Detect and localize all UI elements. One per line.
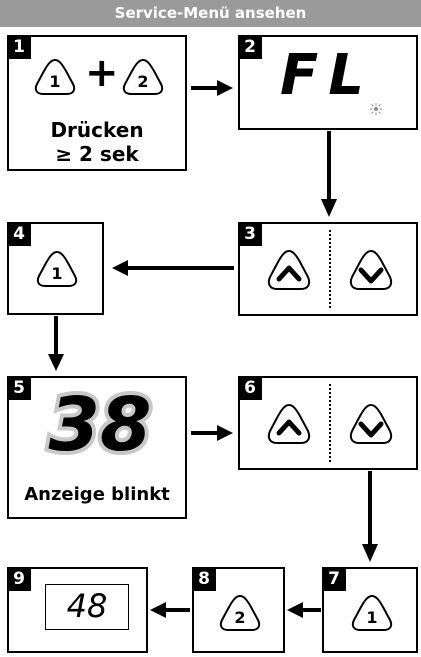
chevron-up-icon[interactable] bbox=[266, 248, 312, 292]
key-1-icon[interactable]: 1 bbox=[33, 57, 77, 97]
arrow-3-to-4 bbox=[112, 260, 234, 276]
step-5-badge: 5 bbox=[7, 376, 31, 400]
step-8-box: 8 2 bbox=[192, 567, 285, 653]
arrow-5-to-6 bbox=[191, 425, 233, 441]
key-2-icon[interactable]: 2 bbox=[218, 593, 262, 633]
key-1-icon[interactable]: 1 bbox=[35, 249, 79, 289]
step-3-box: 3 bbox=[238, 222, 418, 316]
chevron-down-icon[interactable] bbox=[348, 402, 394, 446]
step-1-box: 1 1 + 2 Drücken ≥ 2 sek bbox=[7, 35, 187, 171]
key-1-label: 1 bbox=[49, 72, 60, 91]
key-1-icon[interactable]: 1 bbox=[350, 593, 394, 633]
step-4-badge: 4 bbox=[7, 222, 31, 246]
display-38: 38 bbox=[48, 382, 152, 468]
key-label: 1 bbox=[366, 608, 377, 627]
step-1-badge: 1 bbox=[7, 35, 31, 59]
header-title: Service-Menü ansehen bbox=[0, 0, 421, 27]
step-7-badge: 7 bbox=[322, 567, 346, 591]
arrow-4-to-5 bbox=[48, 316, 64, 371]
arrow-8-to-9 bbox=[150, 602, 190, 618]
divider bbox=[329, 384, 331, 462]
divider bbox=[329, 230, 331, 308]
key-label: 2 bbox=[234, 608, 245, 627]
step-3-badge: 3 bbox=[238, 222, 262, 246]
step-2-box: 2 FL bbox=[238, 35, 418, 130]
chevron-down-icon[interactable] bbox=[348, 248, 394, 292]
blink-caption: Anzeige blinkt bbox=[24, 484, 170, 505]
key-2-icon[interactable]: 2 bbox=[121, 57, 165, 97]
step-8-badge: 8 bbox=[192, 567, 216, 591]
step-4-box: 4 1 bbox=[7, 222, 104, 315]
step-5-box: 5 38 38 Anzeige blinkt bbox=[7, 376, 187, 519]
step-6-badge: 6 bbox=[238, 376, 262, 400]
step-9-badge: 9 bbox=[7, 567, 31, 591]
display-48: 48 bbox=[66, 587, 108, 625]
arrow-6-to-7 bbox=[362, 471, 378, 562]
key-label: 1 bbox=[51, 264, 62, 283]
step-2-badge: 2 bbox=[238, 35, 262, 59]
arrow-1-to-2 bbox=[191, 80, 233, 96]
chevron-up-icon[interactable] bbox=[266, 402, 312, 446]
display-fl: FL bbox=[280, 43, 374, 108]
press-caption: Drücken bbox=[50, 118, 144, 142]
sun-icon bbox=[370, 103, 382, 115]
arrow-2-to-3 bbox=[321, 131, 337, 217]
key-2-label: 2 bbox=[137, 72, 148, 91]
duration-caption: ≥ 2 sek bbox=[55, 142, 139, 166]
display-38-glow: 38 bbox=[45, 378, 156, 472]
step-6-box: 6 bbox=[238, 376, 418, 470]
plus-sign: + bbox=[85, 50, 119, 96]
step-9-box: 9 48 bbox=[7, 567, 148, 653]
arrow-7-to-8 bbox=[287, 602, 321, 618]
display-48-frame: 48 bbox=[45, 584, 129, 630]
step-7-box: 7 1 bbox=[322, 567, 418, 653]
